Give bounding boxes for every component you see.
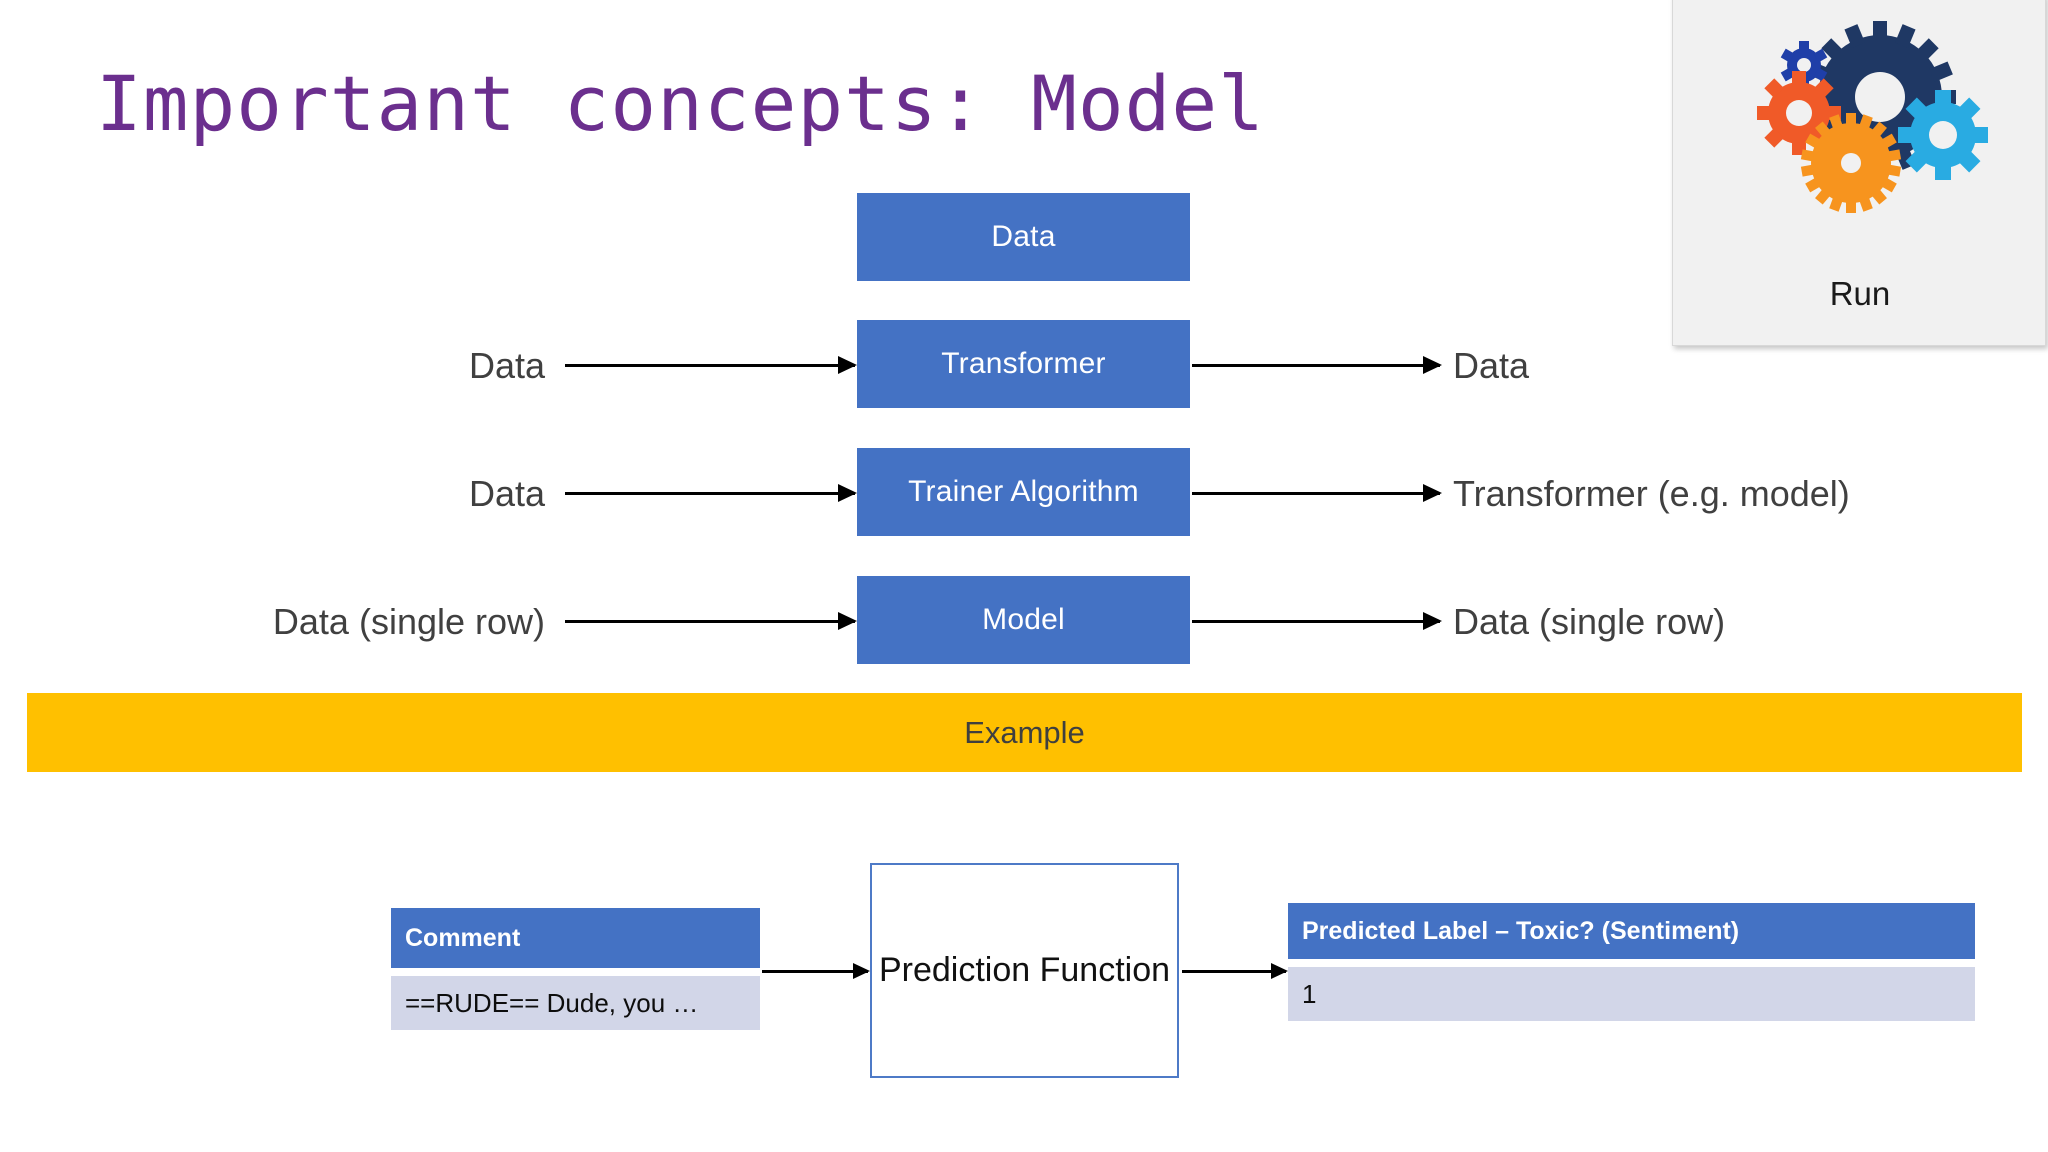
example-section-banner: Example: [27, 693, 2022, 772]
page-title: Important concepts: Model: [96, 59, 1265, 148]
arrow-in-model-icon: [565, 612, 857, 630]
arrow-out-transformer-icon: [1192, 356, 1442, 374]
comment-table-header: Comment: [391, 908, 760, 968]
arrow-in-trainer-icon: [565, 484, 857, 502]
prediction-function-label: Prediction Function: [878, 951, 1171, 989]
pipeline-box-data: Data: [857, 193, 1190, 281]
prediction-function-box: Prediction Function: [870, 863, 1179, 1078]
arrow-out-model-icon: [1192, 612, 1442, 630]
pipeline-box-transformer: Transformer: [857, 320, 1190, 408]
arrow-out-trainer-icon: [1192, 484, 1442, 502]
pipeline-output-label-trainer: Transformer (e.g. model): [1453, 473, 1850, 514]
predicted-label-table-cell: 1: [1288, 967, 1975, 1021]
arrow-in-transformer-icon: [565, 356, 857, 374]
gears-icon: [1757, 21, 1988, 213]
run-card-label: Run: [1829, 275, 1891, 312]
pipeline-input-label-trainer: Data: [468, 473, 545, 514]
run-card[interactable]: Run: [1672, 0, 2046, 346]
example-banner-label: Example: [964, 714, 1085, 750]
arrow-function-to-predicted-icon: [1182, 963, 1288, 979]
arrow-comment-to-function-icon: [762, 963, 870, 979]
predicted-label-table: Predicted Label – Toxic? (Sentiment) 1: [1288, 903, 1975, 1021]
pipeline-output-label-model: Data (single row): [1453, 601, 1726, 642]
pipeline-input-label-transformer: Data: [468, 345, 545, 386]
pipeline-box-model: Model: [857, 576, 1190, 664]
pipeline-output-label-transformer: Data: [1453, 345, 1530, 386]
pipeline-input-label-model: Data (single row): [272, 601, 545, 642]
comment-table: Comment ==RUDE== Dude, you …: [391, 908, 760, 1030]
pipeline-box-trainer-algorithm: Trainer Algorithm: [857, 448, 1190, 536]
predicted-label-table-header: Predicted Label – Toxic? (Sentiment): [1288, 903, 1975, 959]
comment-table-cell: ==RUDE== Dude, you …: [391, 976, 760, 1030]
